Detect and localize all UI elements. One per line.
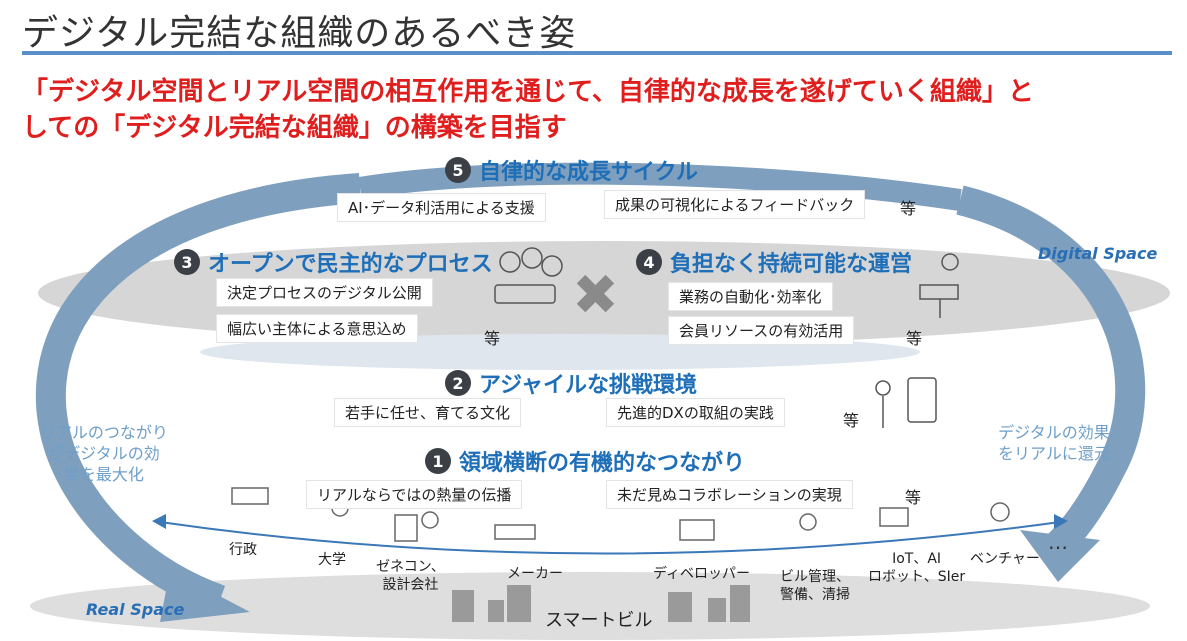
page-title: デジタル完結な組織のあるべき姿 (22, 13, 577, 54)
section-5-heading: 5 自律的な成長サイクル (445, 154, 698, 186)
entity-zenecon-line2: 設計会社 (382, 577, 439, 593)
entity-zenecon: ゼネコン、 設計会社 (376, 558, 445, 594)
entity-daigaku: 大学 (318, 551, 346, 569)
cycle-arrowhead-left (160, 570, 250, 622)
title-underline (22, 51, 1172, 55)
headline-line2: しての「デジタル完結な組織」の構築を目指す (22, 113, 567, 143)
section-5-number: 5 (445, 157, 471, 183)
entity-iot-ai: IoT、AI ロボット、SIer (868, 550, 965, 586)
entity-iot-ai-line1: IoT、AI (892, 551, 942, 567)
section-1-heading: 1 領域横断の有機的なつながり (425, 445, 745, 477)
right-side-line2: をリアルに還元 (998, 444, 1110, 463)
section-3-label: オープンで民主的なプロセス (208, 252, 493, 277)
cycle-arrow-left (35, 173, 362, 615)
section-4-label: 負担なく持続可能な運営 (670, 252, 913, 277)
entity-building-mgmt: ビル管理、 警備、清掃 (780, 568, 850, 604)
section-5-item-2: 成果の可視化によるフィードバック (604, 190, 866, 219)
cycle-arrow-right (956, 185, 1146, 560)
section-4-number: 4 (636, 249, 662, 275)
entity-developer: ディベロッパー (653, 565, 750, 583)
section-1-item-1: リアルならではの熱量の伝播 (306, 480, 523, 509)
more-dots: … (1048, 530, 1070, 554)
section-2-item-2: 先進的DXの取組の実践 (606, 398, 785, 427)
cross-mark: ✖ (572, 263, 619, 328)
section-4-etc: 等 (906, 329, 923, 348)
entity-maker-line1: メーカー (507, 566, 563, 582)
entity-gyosei: 行政 (229, 541, 257, 559)
real-connection-line (159, 521, 1061, 555)
section-2-label: アジャイルな挑戦環境 (479, 373, 698, 398)
section-1-etc: 等 (905, 488, 922, 507)
smart-building-label: スマートビル (545, 610, 653, 631)
entity-iot-ai-line2: ロボット、SIer (868, 569, 966, 585)
left-side-line3: 果を最大化 (63, 465, 144, 484)
section-2-heading: 2 アジャイルな挑戦環境 (445, 367, 697, 399)
line-arrowhead-left (152, 514, 166, 529)
line-arrowhead-right (1054, 514, 1068, 529)
entity-gyosei-line1: 行政 (229, 542, 257, 558)
left-side-line1: リアルのつながり (40, 423, 168, 442)
entity-zenecon-line1: ゼネコン、 (376, 559, 445, 575)
section-1-item-2: 未だ見ぬコラボレーションの実現 (606, 480, 853, 509)
digital-space-label: Digital Space (1038, 244, 1158, 263)
entity-building-mgmt-line2: 警備、清掃 (780, 587, 850, 603)
real-space-ellipse (30, 572, 1150, 640)
section-2-etc: 等 (843, 411, 860, 430)
section-1-label: 領域横断の有機的なつながり (459, 451, 746, 476)
section-3-number: 3 (174, 249, 200, 275)
section-3-item-2: 幅広い主体による意思込め (216, 314, 418, 343)
section-2-number: 2 (445, 370, 471, 396)
left-side-caption: リアルのつながり がデジタルの効 果を最大化 (40, 422, 168, 485)
entity-maker: メーカー (507, 565, 563, 583)
entity-building-mgmt-line1: ビル管理、 (780, 569, 850, 585)
section-5-label: 自律的な成長サイクル (479, 160, 698, 185)
section-5-etc: 等 (900, 199, 917, 218)
cycle-arrow-top (358, 162, 962, 211)
section-4-item-1: 業務の自動化･効率化 (668, 282, 833, 311)
left-side-line2: がデジタルの効 (48, 444, 160, 463)
entity-venture-line1: ベンチャー (970, 551, 1040, 567)
section-3-heading: 3 オープンで民主的なプロセス (174, 246, 493, 278)
section-2-item-1: 若手に任せ、育てる文化 (334, 398, 522, 427)
real-space-label: Real Space (86, 600, 185, 619)
desk-worker-icon (919, 253, 959, 318)
entity-daigaku-line1: 大学 (318, 552, 346, 568)
section-1-number: 1 (425, 448, 451, 474)
entity-venture: ベンチャー (970, 550, 1040, 568)
challenge-worker-icon (875, 377, 937, 428)
section-4-item-2: 会員リソースの有効活用 (668, 316, 855, 345)
right-side-line1: デジタルの効果 (998, 423, 1110, 442)
section-5-item-1: AI･データ利活用による支援 (337, 193, 546, 222)
section-4-heading: 4 負担なく持続可能な運営 (636, 246, 912, 278)
section-3-etc: 等 (484, 329, 501, 348)
cycle-arrowhead-right (1020, 530, 1100, 582)
headline-line1: 「デジタル空間とリアル空間の相互作用を通じて、自律的な成長を遂げていく組織」と (22, 77, 1034, 107)
headline: 「デジタル空間とリアル空間の相互作用を通じて、自律的な成長を遂げていく組織」と … (22, 74, 1034, 146)
entity-developer-line1: ディベロッパー (653, 566, 751, 582)
right-side-caption: デジタルの効果 をリアルに還元 (998, 422, 1110, 464)
meeting-people-icon (494, 247, 563, 304)
section-3-item-1: 決定プロセスのデジタル公開 (216, 278, 433, 307)
building-icons (452, 585, 750, 622)
